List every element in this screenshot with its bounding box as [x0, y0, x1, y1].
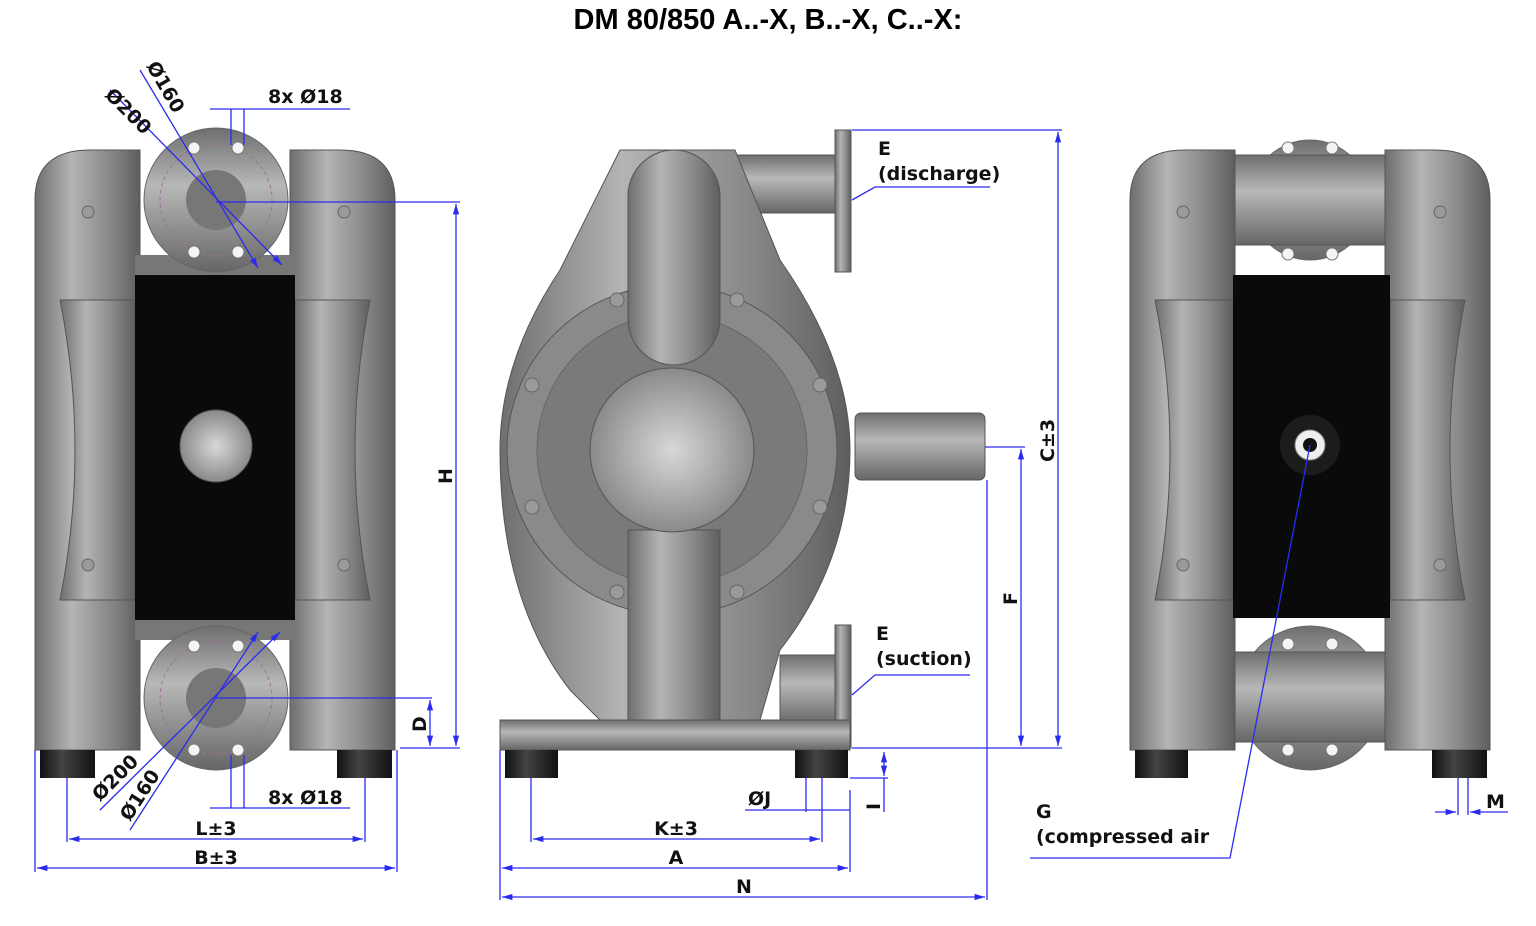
top-outer-diameter-label: Ø200	[100, 84, 155, 139]
foot	[337, 750, 392, 778]
flange-holes	[187, 141, 245, 757]
dim-H: H	[435, 468, 457, 484]
discharge-label: (discharge)	[878, 163, 1000, 185]
discharge-flange	[834, 129, 852, 273]
top-bolt-circle-label: Ø160	[142, 58, 189, 117]
foot	[1135, 750, 1188, 778]
bottom-manifold-pipe	[1234, 651, 1386, 743]
foot	[795, 750, 848, 778]
discharge-code: E	[878, 138, 891, 160]
rear-view-pump	[1129, 139, 1491, 778]
suction-pipe	[779, 654, 839, 726]
dim-I: I	[863, 803, 885, 810]
lower-column	[627, 529, 721, 751]
dim-D: D	[409, 716, 431, 732]
rear-view-dimensions: G (compressed air M	[1030, 444, 1508, 859]
foot	[40, 750, 95, 778]
top-holes-label: 8x Ø18	[268, 86, 343, 108]
center-cap	[179, 409, 253, 483]
base-plate	[499, 719, 851, 751]
diaphragm-cap	[589, 367, 755, 533]
dim-J: ØJ	[748, 788, 771, 810]
dim-K: K±3	[654, 818, 698, 840]
dim-M: M	[1486, 791, 1505, 813]
side-view-dimensions: E (discharge) E (suction) C±3 F I ØJ K±3…	[499, 129, 1062, 901]
upper-column	[627, 149, 721, 366]
top-manifold-pipe	[1234, 154, 1386, 246]
side-view-pump	[499, 129, 986, 778]
air-inlet	[854, 412, 986, 481]
dim-N: N	[736, 876, 752, 898]
suction-label: (suction)	[876, 648, 972, 670]
foot	[505, 750, 558, 778]
dim-C: C±3	[1037, 419, 1059, 462]
air-label: (compressed air	[1036, 826, 1210, 848]
dim-F: F	[1000, 592, 1022, 605]
bottom-holes-label: 8x Ø18	[268, 787, 343, 809]
dim-L: L±3	[195, 818, 236, 840]
front-view-pump	[34, 127, 396, 778]
foot	[1432, 750, 1487, 778]
suction-code: E	[876, 623, 889, 645]
drawing-title: DM 80/850 A..-X, B..-X, C..-X:	[573, 4, 963, 36]
air-code: G	[1036, 801, 1052, 823]
dim-A: A	[669, 847, 684, 869]
dim-B: B±3	[194, 847, 238, 869]
